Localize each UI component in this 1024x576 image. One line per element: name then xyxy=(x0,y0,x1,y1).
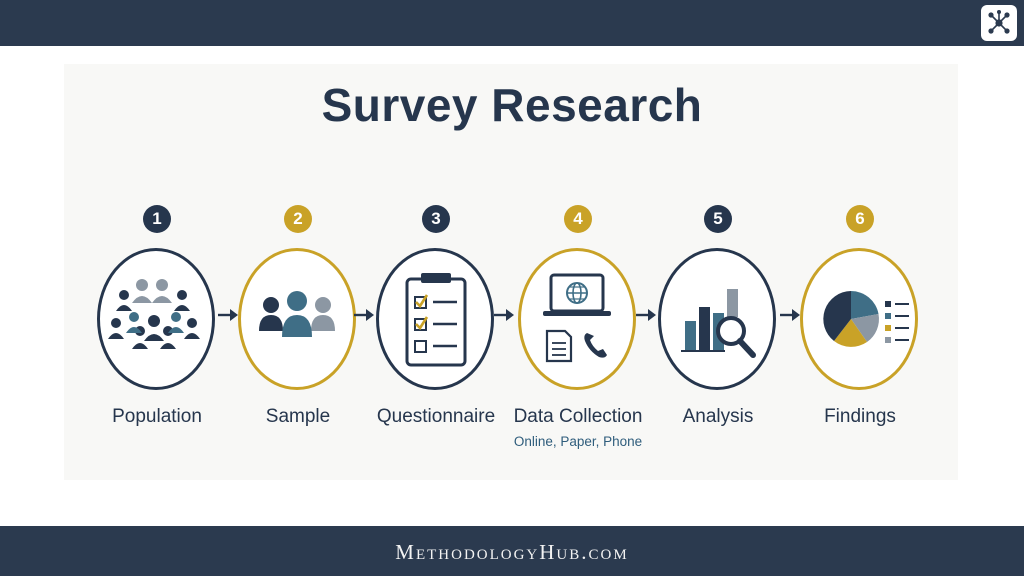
arrow-right-icon xyxy=(494,309,514,321)
step-population: 1 xyxy=(77,0,237,460)
laptop-document-phone-icon xyxy=(543,273,611,363)
step-number-badge: 4 xyxy=(564,205,592,233)
arrow-right-icon xyxy=(354,309,374,321)
step-circle xyxy=(518,248,636,390)
footer-bar xyxy=(0,526,1024,576)
network-hub-icon[interactable] xyxy=(981,5,1017,41)
step-circle xyxy=(376,248,494,390)
pie-chart-legend-icon xyxy=(823,291,909,347)
step-findings: 6 Findings xyxy=(780,0,940,460)
diagram-panel xyxy=(64,64,958,480)
step-circle xyxy=(658,248,776,390)
step-label: Questionnaire xyxy=(376,406,496,427)
step-label: Sample xyxy=(265,406,331,427)
step-number-badge: 2 xyxy=(284,205,312,233)
step-data-collection: 4 Data Collection Online, Paper, Phone xyxy=(498,0,658,460)
bar-chart-magnifier-icon xyxy=(681,289,756,358)
people-group-icon xyxy=(108,279,200,349)
step-circle xyxy=(97,248,215,390)
step-questionnaire: 3 Questionnaire xyxy=(356,0,516,460)
arrow-right-icon xyxy=(780,309,800,321)
step-analysis: 5 Analysis xyxy=(638,0,798,460)
clipboard-checklist-icon xyxy=(405,273,467,367)
arrow-right-icon xyxy=(218,309,238,321)
step-number-badge: 3 xyxy=(422,205,450,233)
step-sublabel: Online, Paper, Phone xyxy=(513,434,643,449)
page-title: Survey Research xyxy=(321,79,703,131)
arrow-right-icon xyxy=(636,309,656,321)
step-number-badge: 1 xyxy=(143,205,171,233)
step-label: Findings xyxy=(824,406,896,427)
step-label: Data Collection xyxy=(513,406,643,427)
step-label: Population xyxy=(112,406,202,427)
step-sample: 2 Sample xyxy=(218,0,378,460)
footer-site-link[interactable]: MethodologyHub.com xyxy=(395,540,629,564)
step-label: Analysis xyxy=(682,406,754,427)
top-bar xyxy=(0,0,1024,46)
step-number-badge: 6 xyxy=(846,205,874,233)
step-circle xyxy=(800,248,918,390)
step-circle xyxy=(238,248,356,390)
step-number-badge: 5 xyxy=(704,205,732,233)
three-people-icon xyxy=(259,291,335,337)
